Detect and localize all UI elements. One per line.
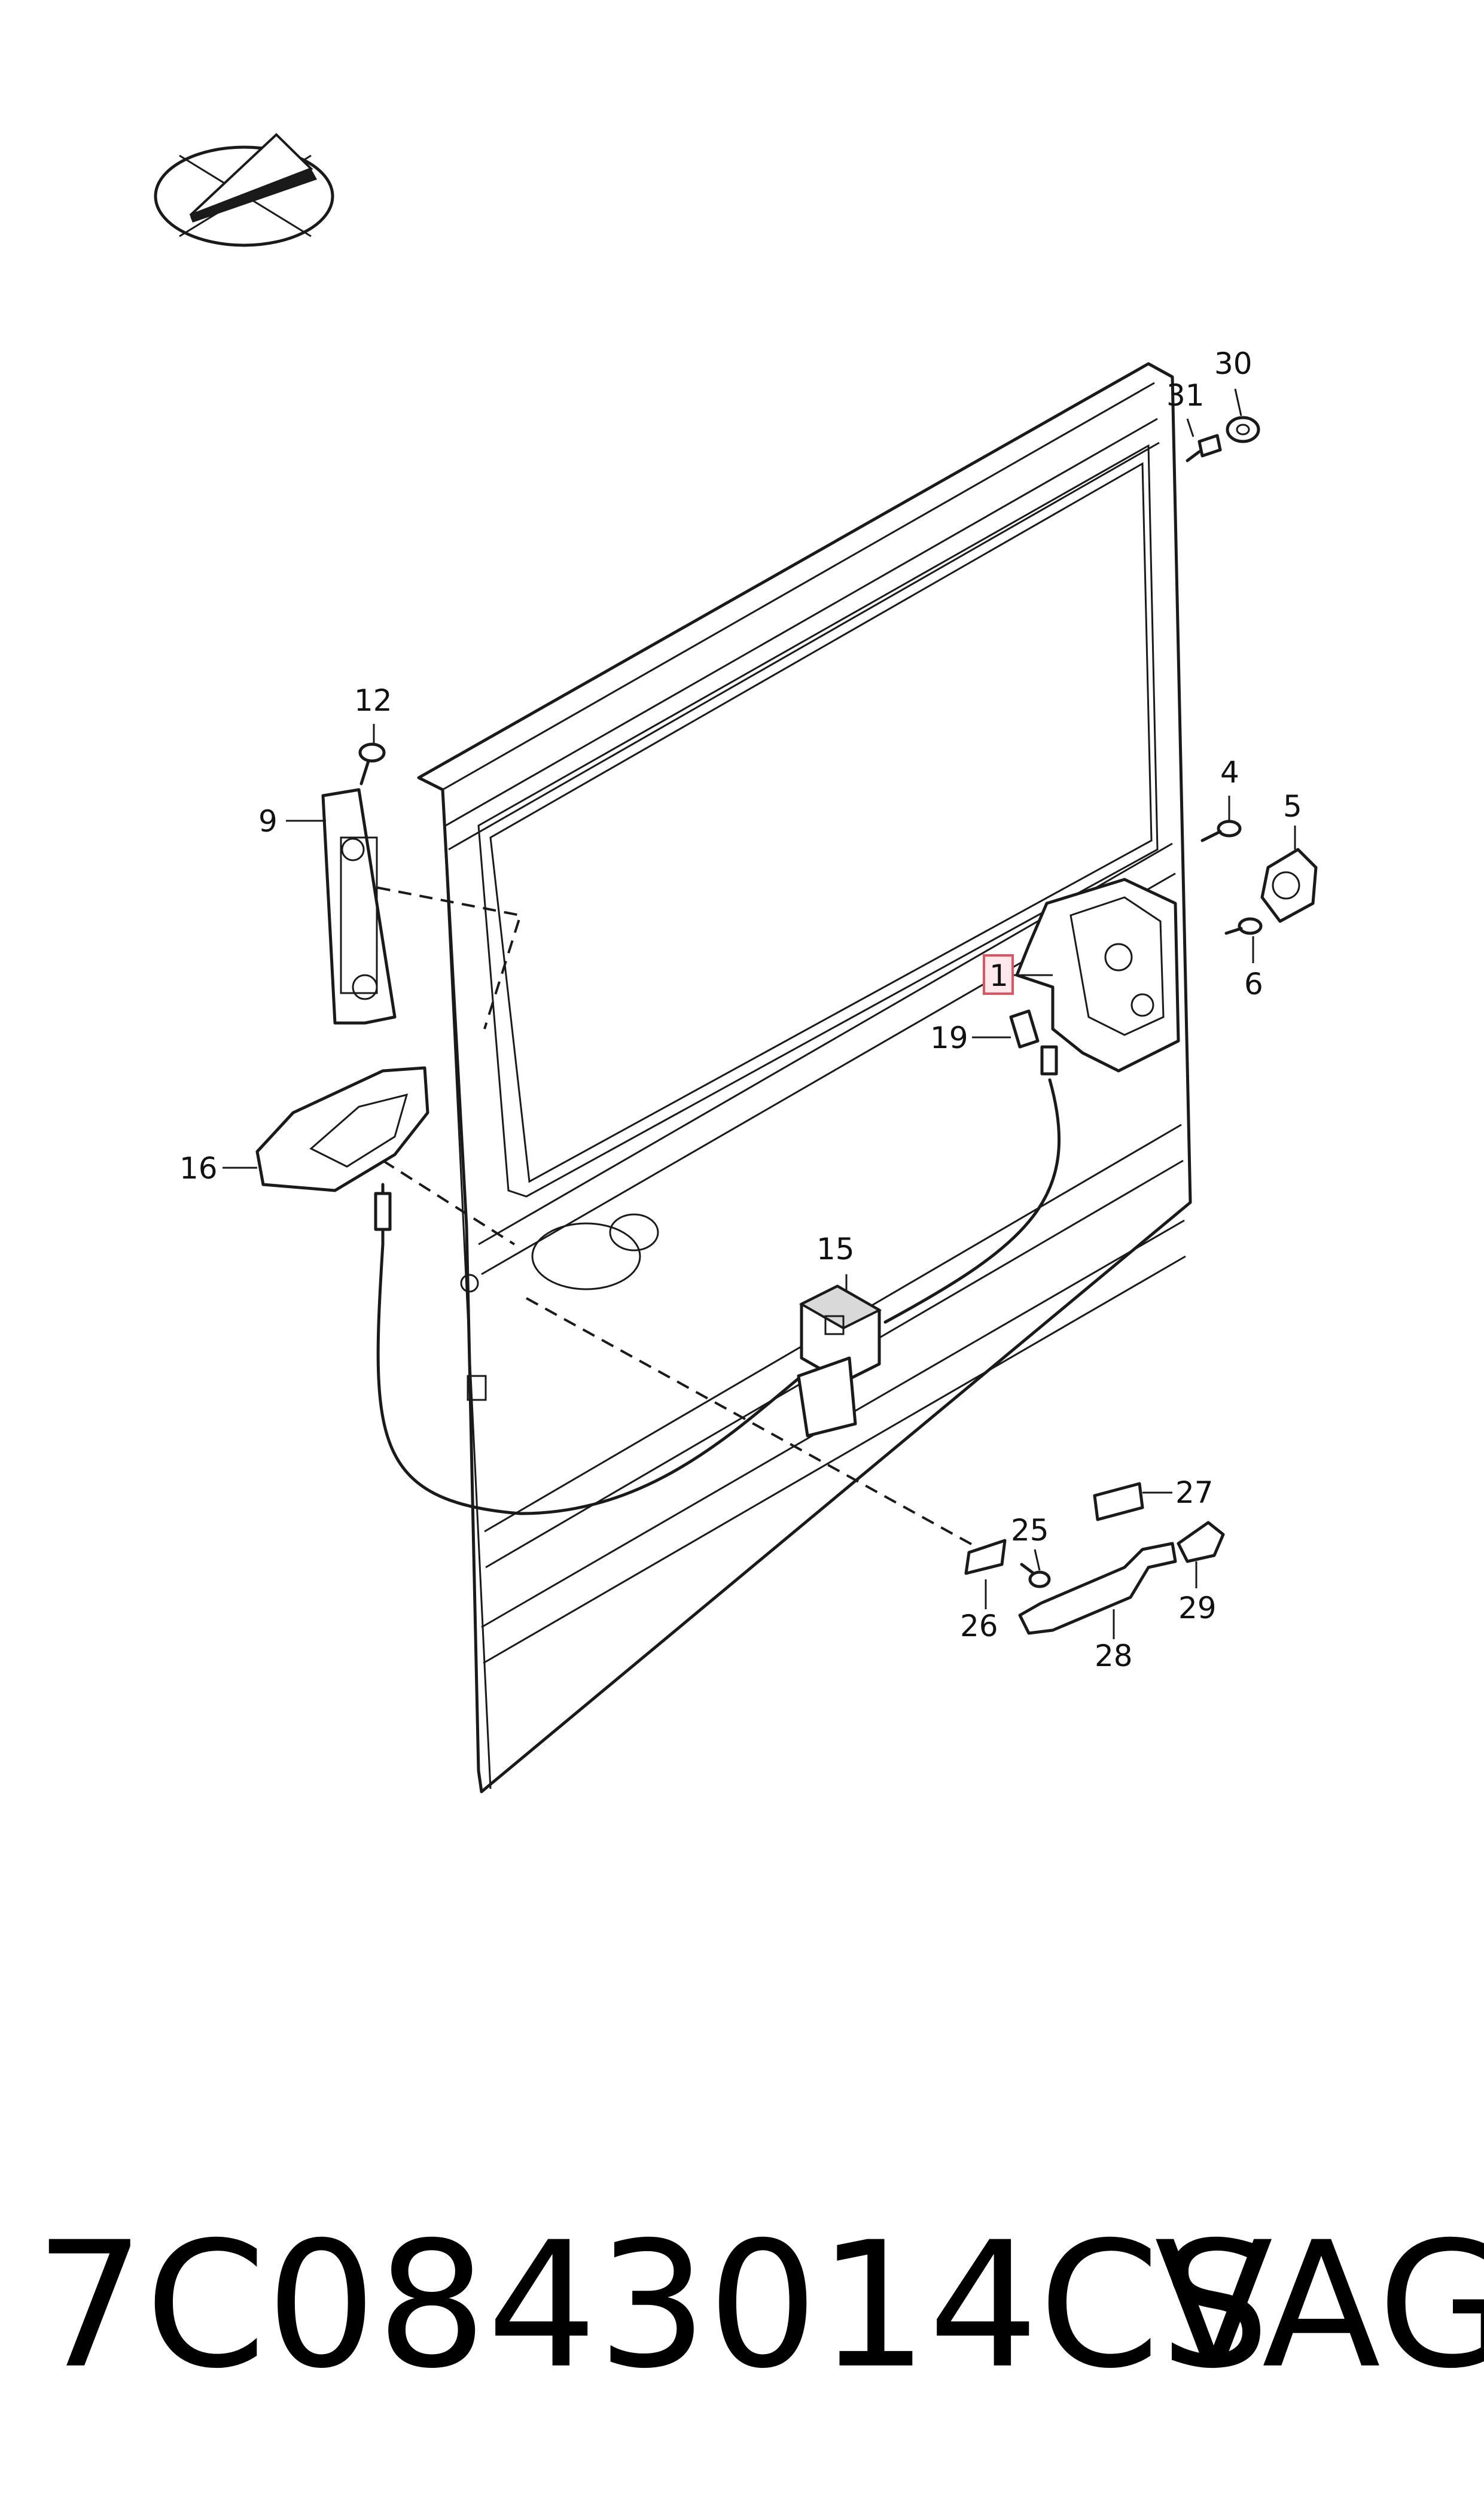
callout-6[interactable]: 6 <box>1244 967 1263 1001</box>
part-15-lock-actuator <box>797 1284 882 1438</box>
callout-5[interactable]: 5 <box>1283 789 1302 824</box>
selected-part-highlight <box>983 954 1014 995</box>
part-12-screw <box>358 742 386 785</box>
callout-15[interactable]: 15 <box>816 1232 855 1266</box>
part-27-gasket <box>1093 1482 1144 1521</box>
callout-19[interactable]: 19 <box>930 1021 968 1055</box>
part-16-inner-release-handle <box>255 1066 429 1192</box>
part-19-clip <box>1009 1009 1040 1049</box>
part-1-door-lock <box>1015 878 1180 1073</box>
part-30-washer <box>1226 416 1260 443</box>
callout-28[interactable]: 28 <box>1095 1639 1133 1673</box>
part-25-screw <box>1020 1563 1051 1588</box>
callout-25[interactable]: 25 <box>1011 1513 1049 1548</box>
callout-9[interactable]: 9 <box>258 804 278 839</box>
vw-etka-logo-icon <box>154 133 334 247</box>
callout-31[interactable]: 31 <box>1166 378 1205 413</box>
callout-26[interactable]: 26 <box>960 1609 998 1643</box>
sliding-door-panel <box>417 362 1192 1794</box>
part-6-screw <box>1224 917 1263 935</box>
callout-1[interactable]: 1 <box>989 958 1008 993</box>
callout-16[interactable]: 16 <box>179 1151 218 1186</box>
callout-12[interactable]: 12 <box>354 683 392 718</box>
callout-4[interactable]: 4 <box>1220 755 1239 790</box>
leader-lines <box>223 388 1296 1639</box>
part-29-cap <box>1177 1521 1225 1563</box>
part-26-gasket <box>964 1539 1007 1575</box>
release-cable-1 <box>883 1045 1061 1324</box>
part-9-inner-handle-bracket <box>321 788 397 1025</box>
part-31-bolt <box>1186 434 1222 462</box>
brand-label: VAG <box>1154 2205 1484 2407</box>
callout-29[interactable]: 29 <box>1178 1591 1217 1625</box>
part-4-screw <box>1200 820 1242 842</box>
callout-30[interactable]: 30 <box>1214 346 1253 381</box>
part-28-exterior-handle <box>1018 1542 1177 1635</box>
relation-lines <box>334 878 982 1551</box>
part-number-label: 7C0843014CS <box>35 2205 1270 2407</box>
release-cable-16 <box>374 1183 803 1515</box>
callout-labels: 1 4 5 6 9 12 15 16 19 25 26 27 28 29 30 … <box>179 346 1302 1673</box>
callout-27[interactable]: 27 <box>1175 1475 1214 1510</box>
part-5-striker-plate <box>1260 848 1318 923</box>
